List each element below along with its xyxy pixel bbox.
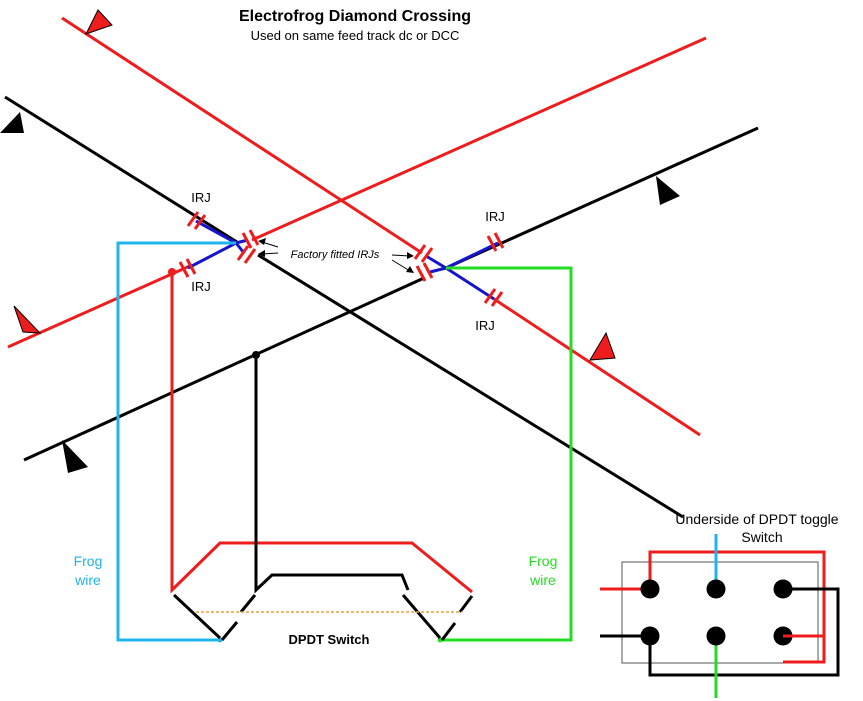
red-feed-junction — [168, 268, 176, 276]
frog-wire-left-label-line2: wire — [74, 572, 101, 588]
red-flag-right-icon — [589, 331, 616, 361]
black-flag-bottom-icon — [62, 440, 88, 473]
black-flag-left-icon — [0, 112, 24, 133]
underside-black-crosslink — [648, 587, 840, 677]
red-rail-d-lower — [7, 263, 193, 349]
dpdt-pole-left — [172, 593, 222, 640]
red-rail-c-upper — [61, 16, 423, 255]
black-rail-a-upper — [4, 95, 238, 244]
irj-gap-bottom-right — [483, 288, 504, 307]
terminal-top-left — [640, 579, 660, 599]
left-frog-wire — [116, 241, 236, 642]
dpdt-contact-right-a — [440, 622, 457, 641]
red-flag-left-icon — [13, 305, 42, 334]
dpdt-switch-label: DPDT Switch — [289, 632, 370, 647]
irj-label-top-left: IRJ — [191, 190, 211, 205]
irj-gap-factory-right — [413, 244, 434, 282]
factory-pointer-1 — [261, 241, 279, 248]
factory-pointer-4 — [391, 259, 411, 272]
dpdt-pole-right — [401, 594, 442, 639]
black-feed-junction — [252, 351, 260, 359]
black-rail-b-lower — [23, 276, 425, 462]
frog-wire-right-label-line1: Frog — [529, 553, 558, 569]
factory-arrowhead-3 — [407, 252, 414, 259]
terminal-top-right — [773, 579, 793, 599]
left-frog-lower — [187, 241, 246, 270]
factory-irjs-label: Factory fitted IRJs — [291, 249, 380, 261]
factory-arrowhead-2 — [258, 250, 265, 257]
irj-label-bottom-right: IRJ — [475, 318, 495, 333]
red-rail-d-upper — [251, 36, 707, 242]
dpdt-contact-left-a — [220, 621, 239, 641]
diagram-subtitle: Used on same feed track dc or DCC — [251, 28, 460, 43]
irj-gap-top-left — [186, 211, 207, 230]
red-feed-wire — [170, 272, 473, 594]
irj-gap-top-right — [486, 232, 505, 252]
red-flag-top-icon — [85, 9, 113, 35]
red-rail-c-lower — [493, 297, 701, 437]
underside-label-line2: Switch — [741, 529, 782, 545]
toggle-switch-body — [621, 561, 819, 664]
frog-wire-left-label-line1: Frog — [74, 553, 103, 569]
black-rail-b-upper — [445, 126, 759, 270]
frog-wire-right-label-line2: wire — [529, 572, 556, 588]
right-frog-lower — [429, 266, 495, 301]
irj-gap-bottom-left — [178, 258, 197, 278]
dpdt-contact-right-b — [458, 595, 474, 613]
underside-label-line1: Underside of DPDT toggle — [675, 511, 838, 527]
diagram-title: Electrofrog Diamond Crossing — [239, 8, 471, 25]
black-flag-right-icon — [656, 176, 680, 205]
irj-label-bottom-left: IRJ — [191, 279, 211, 294]
right-frog-wire — [440, 266, 573, 642]
dpdt-contact-left-b — [239, 594, 257, 613]
terminal-bottom-left — [640, 626, 660, 646]
factory-arrowhead-4 — [406, 266, 414, 273]
irj-gap-factory-left — [236, 229, 260, 264]
black-rail-a-lower — [257, 253, 684, 519]
right-frog-upper — [425, 241, 499, 270]
underside-red-crosslink — [648, 550, 826, 664]
black-feed-wire — [254, 355, 410, 594]
irj-label-top-right: IRJ — [485, 209, 505, 224]
factory-arrowhead-1 — [258, 238, 266, 245]
terminal-top-centre — [706, 579, 726, 599]
terminal-bottom-centre — [706, 626, 726, 646]
